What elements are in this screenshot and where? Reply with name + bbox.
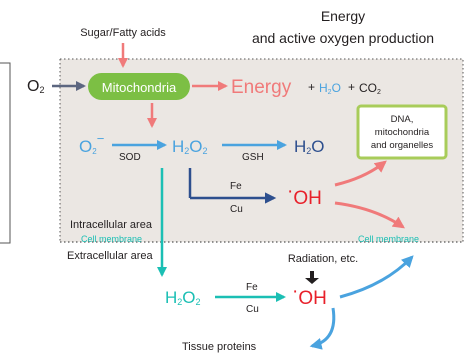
o2-sub: 2: [39, 85, 44, 95]
title-line-2: and active oxygen production: [252, 30, 434, 46]
oh-outside-to-membrane-arrow: [339, 255, 414, 299]
target-line-1: DNA,: [391, 114, 414, 125]
o2-main: O: [27, 78, 39, 95]
radiation-label: Radiation, etc.: [288, 253, 358, 265]
plus-2: +: [348, 80, 355, 94]
oh-to-membrane-arrow: [334, 201, 405, 229]
intracellular-area-label: Intracellular area: [70, 219, 153, 231]
o2-label: O2: [27, 78, 44, 95]
cu-label-inside: Cu: [230, 204, 243, 215]
target-line-2: mitochondria: [375, 127, 430, 138]
cell-membrane-label-right: Cell membrane: [358, 234, 419, 244]
h2o2-label: H2O2: [172, 137, 208, 156]
cu-label-outside: Cu: [246, 304, 259, 315]
tissue-proteins-label: Tissue proteins: [182, 341, 257, 353]
gsh-label: GSH: [242, 152, 264, 163]
oh-to-tissue-proteins-arrow: [309, 307, 336, 350]
fe-label-inside: Fe: [230, 181, 242, 192]
region-border-top: [60, 58, 464, 242]
h2o-small: H2O: [319, 81, 341, 96]
hydroxyl-radical-inside: ·OH: [287, 181, 322, 209]
energy-label: Energy: [231, 77, 292, 98]
h2o2-outside-label: H2O2: [165, 288, 201, 307]
radiation-arrow-icon: [305, 271, 319, 284]
mitochondria-node: [88, 73, 190, 100]
mitochondria-label: Mitochondria: [102, 80, 177, 95]
sod-label: SOD: [119, 152, 141, 163]
target-box: [356, 104, 448, 160]
superoxide-label: O2−: [79, 131, 104, 156]
sugar-fatty-acids-label: Sugar/Fatty acids: [80, 27, 166, 39]
target-line-3: and organelles: [371, 140, 434, 151]
fe-label-outside: Fe: [246, 282, 258, 293]
extracellular-area-label: Extracellular area: [67, 250, 153, 262]
hydroxyl-radical-outside: ·OH: [292, 281, 327, 309]
left-panel-edge: [0, 62, 11, 244]
plus-1: +: [308, 80, 315, 94]
cell-membrane-label-left: Cell membrane: [81, 234, 142, 244]
h2o-label: H2O: [294, 137, 325, 156]
oh-to-targets-arrow: [334, 160, 387, 187]
title-line-1: Energy: [321, 8, 365, 24]
co2-label: CO2: [359, 81, 381, 96]
